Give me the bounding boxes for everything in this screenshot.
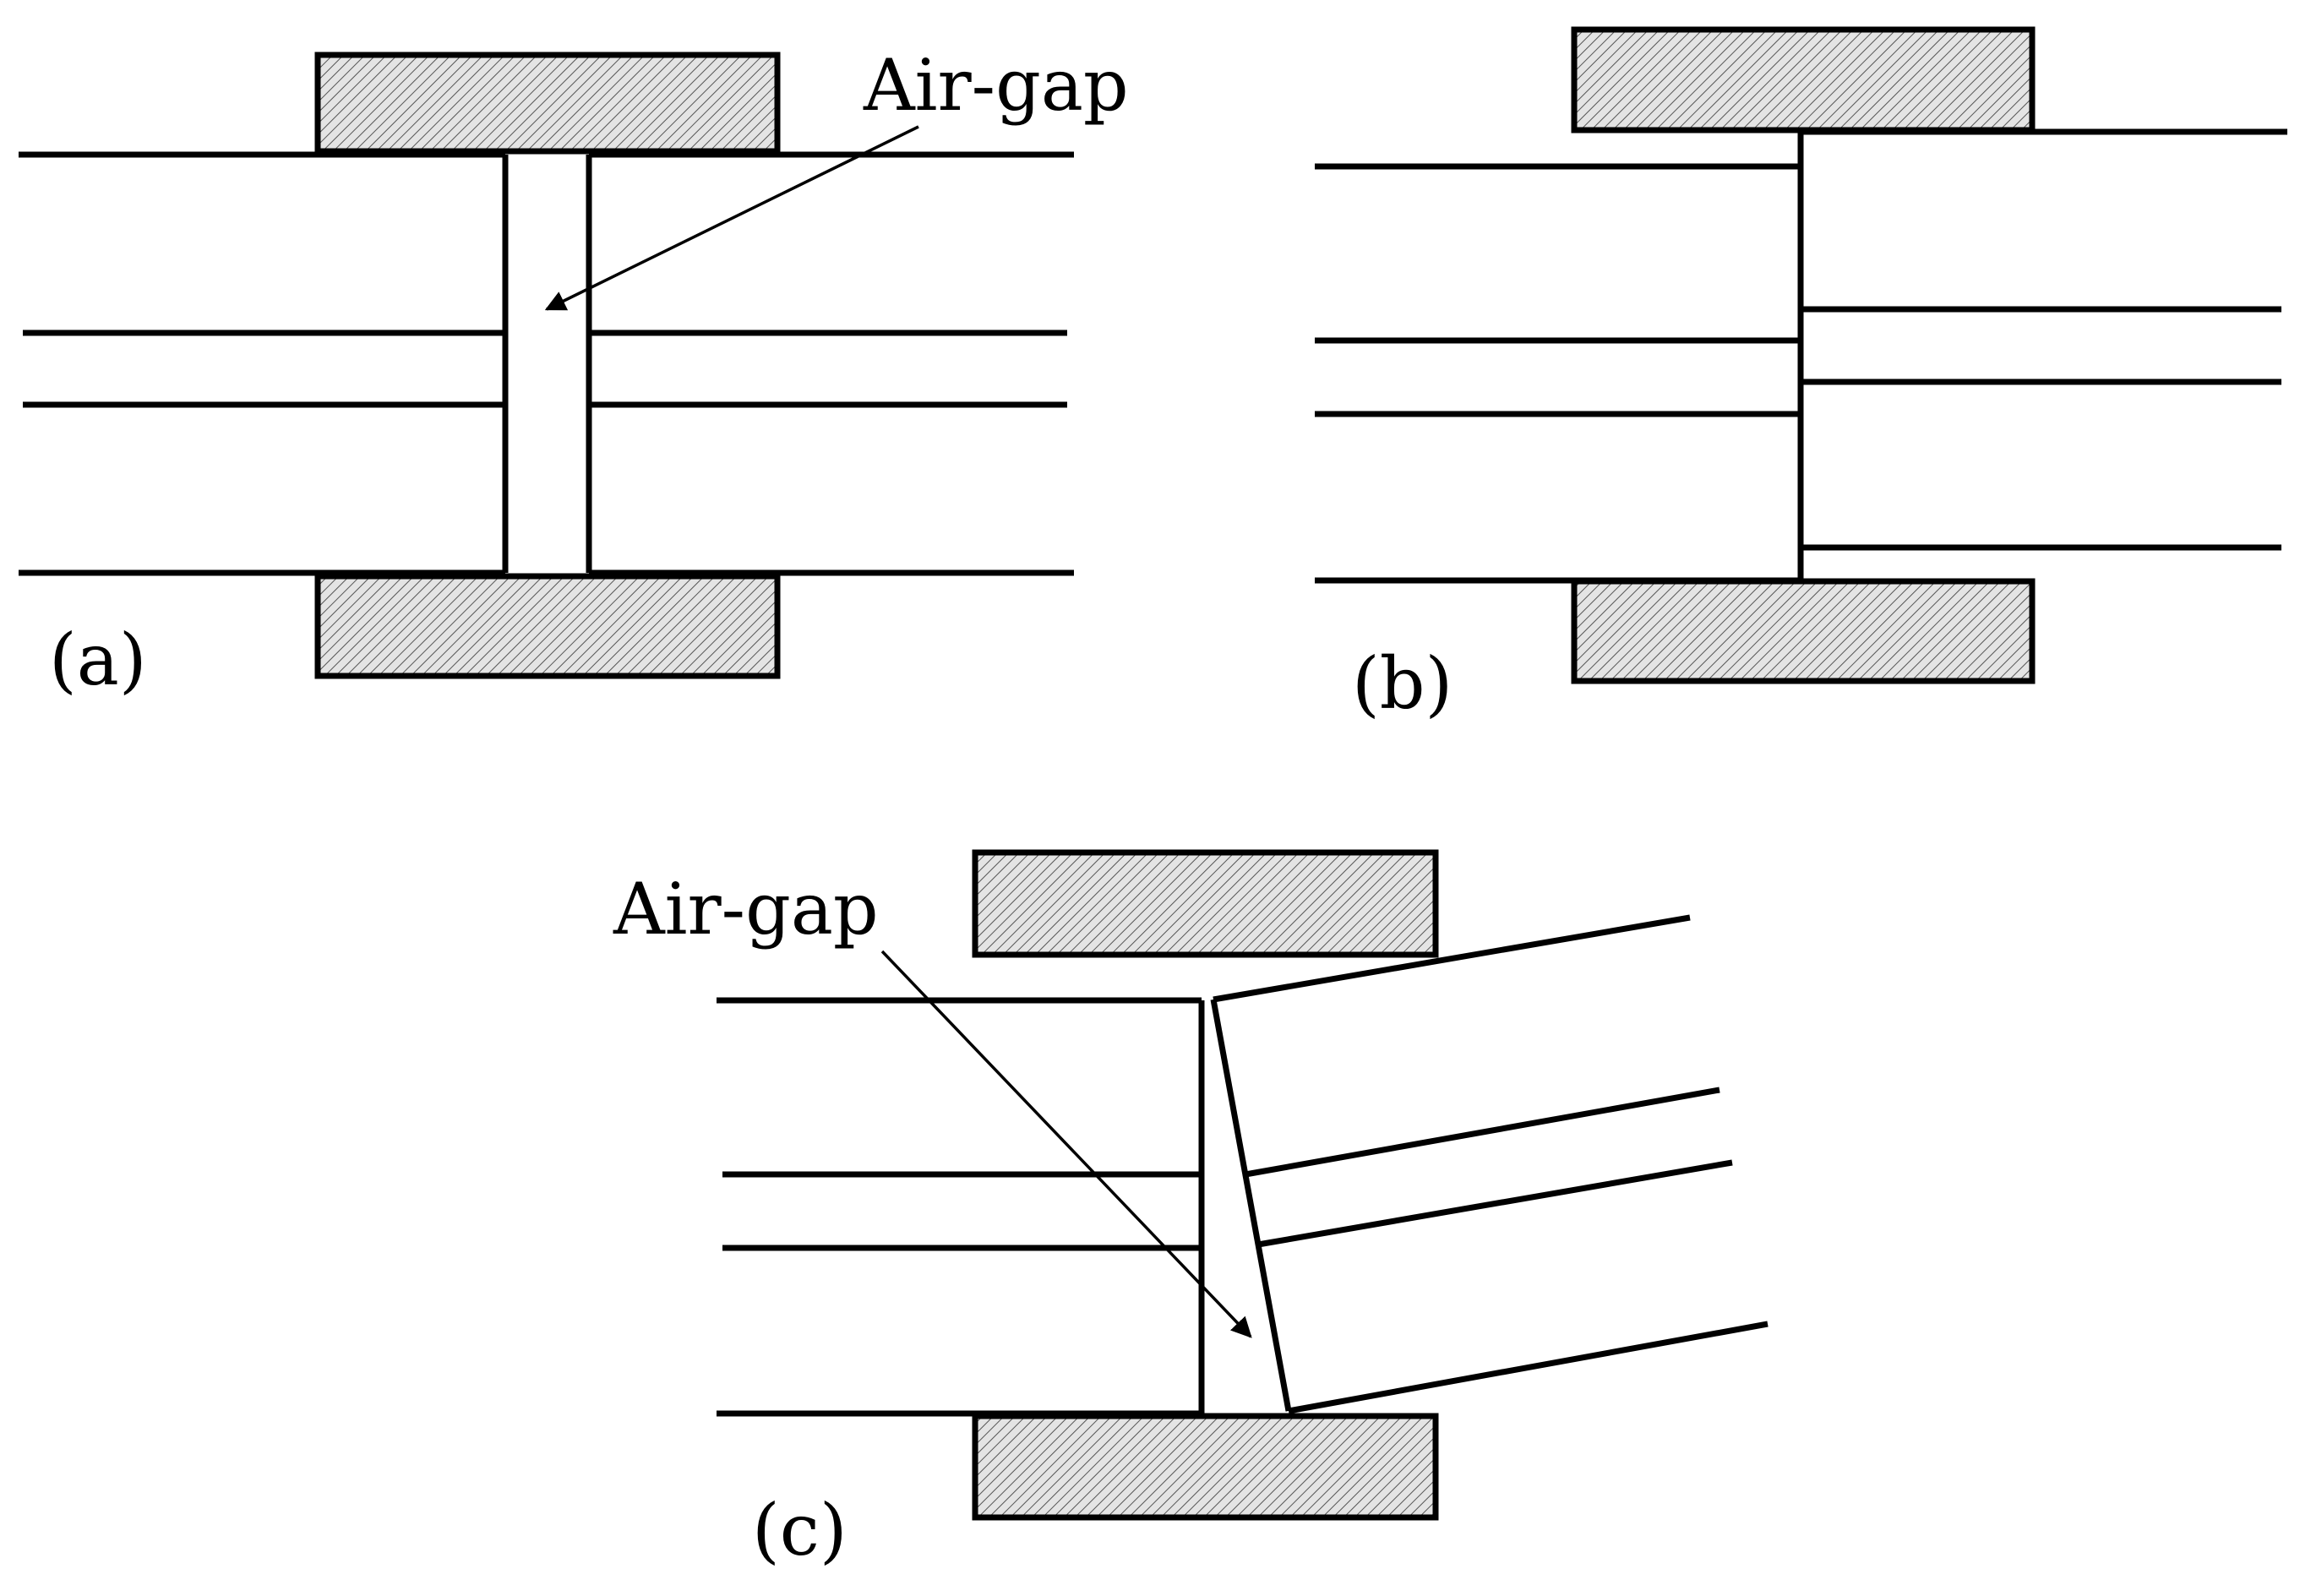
panel-b [1315,26,2287,684]
panel-b-label: (b) [1352,642,1452,725]
panel-c-bottom-ferrule [972,1413,1439,1521]
panel-c-right-endface [1210,999,1292,1412]
panel-c-top-ferrule [972,849,1439,958]
panel-c-label: (c) [752,1489,848,1571]
panel-b-bottom-ferrule [1571,578,2036,684]
panel-c-air-gap-label: Air-gap [613,868,879,951]
panel-a-label: (a) [49,618,147,701]
panel-a-top-ferrule [314,52,781,155]
panel-c-right-core-bottom [1257,1159,1733,1248]
panel-c-right-cladding-top [1213,914,1691,1003]
panel-c [717,849,1769,1521]
panel-a-air-gap-arrow [544,125,919,311]
panel-a-bottom-ferrule [314,573,781,679]
panel-a-air-gap-label: Air-gap [863,44,1129,127]
panel-c-right-core-top [1245,1087,1720,1178]
panel-a [19,52,1074,679]
panel-c-air-gap-arrow [880,950,1252,1338]
panel-b-top-ferrule [1571,26,2036,133]
panel-c-right-cladding-bottom [1288,1321,1769,1414]
